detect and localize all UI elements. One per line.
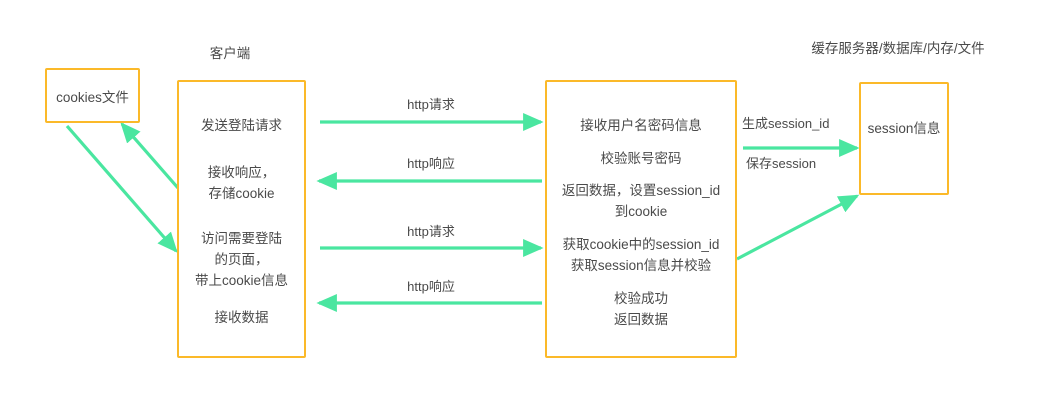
server-line-to-cookie: 到cookie — [614, 204, 668, 219]
server-line-get-session-id-from-cookie: 获取cookie中的session_id — [562, 237, 720, 252]
session-store-box: session信息 — [859, 82, 949, 195]
client-line-receive-data: 接收数据 — [214, 310, 269, 325]
label-save-session: 保存session — [746, 156, 817, 171]
client-line-store-cookie: 存储cookie — [208, 186, 275, 201]
arrow-send-cookie-info — [65, 124, 178, 253]
arrow-store-cookie — [120, 122, 180, 190]
client-title-label: 客户端 — [209, 46, 251, 61]
server-line-receive-credentials: 接收用户名密码信息 — [580, 118, 702, 133]
client-line-receive-response: 接收响应， — [207, 165, 276, 180]
server-line-return-data: 返回数据 — [614, 312, 668, 327]
session-store-label: session信息 — [867, 121, 941, 136]
storage-title-label: 缓存服务器/数据库/内存/文件 — [811, 41, 985, 56]
cookies-file-box: cookies文件 — [45, 68, 140, 123]
server-line-get-and-verify-session: 获取session信息并校验 — [570, 258, 712, 273]
server-line-verify-credentials: 校验账号密码 — [600, 151, 682, 166]
label-generate-session-id: 生成session_id — [742, 116, 830, 131]
label-http-response-1: http响应 — [407, 156, 455, 171]
label-http-request-1: http请求 — [407, 97, 455, 112]
label-http-response-2: http响应 — [407, 279, 455, 294]
cookies-file-label: cookies文件 — [56, 90, 129, 105]
server-line-verify-success: 校验成功 — [614, 291, 668, 306]
client-line-visit-page: 访问需要登陆 — [201, 231, 282, 246]
server-box: 接收用户名密码信息 校验账号密码 返回数据，设置session_id 到cook… — [545, 80, 737, 358]
client-line-the-page: 的页面， — [214, 252, 269, 267]
client-line-send-login-request: 发送登陆请求 — [201, 118, 282, 133]
arrow-get-session — [736, 194, 860, 261]
server-line-return-data-set-session-id: 返回数据，设置session_id — [561, 183, 721, 198]
label-http-request-2: http请求 — [407, 224, 455, 239]
client-line-with-cookie-info: 带上cookie信息 — [194, 273, 289, 288]
client-box: 发送登陆请求 接收响应， 存储cookie 访问需要登陆 的页面， 带上cook… — [177, 80, 306, 358]
